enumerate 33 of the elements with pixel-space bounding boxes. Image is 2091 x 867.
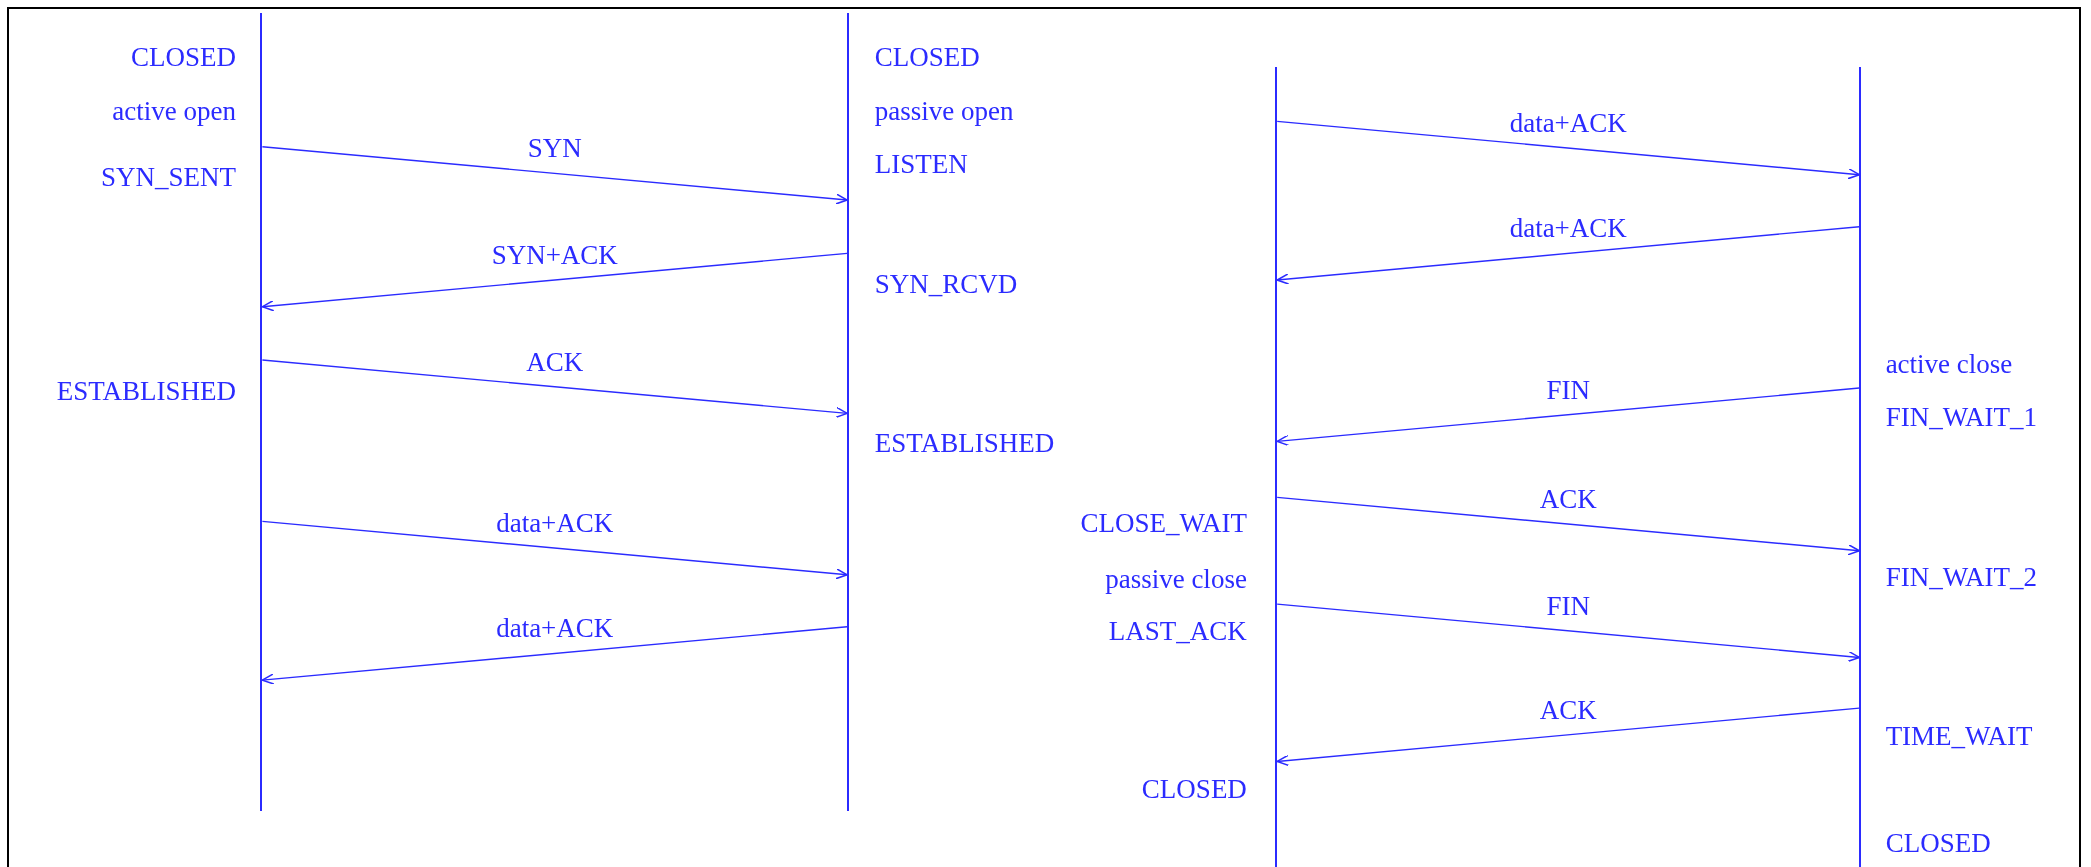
state-label: FIN_WAIT_2 xyxy=(1885,564,2038,592)
message-arrow xyxy=(1276,226,1860,285)
state-label: LISTEN xyxy=(874,151,968,178)
message-arrow xyxy=(261,520,848,580)
message-arrow xyxy=(261,626,848,685)
lifeline xyxy=(1859,66,1862,867)
state-label: SYN_RCVD xyxy=(874,271,1018,299)
message-arrow xyxy=(261,252,848,312)
state-label: CLOSED xyxy=(1885,829,1991,857)
state-label: passive open xyxy=(874,97,1014,125)
message-arrow xyxy=(261,359,848,419)
state-label: CLOSED xyxy=(131,44,237,72)
message-arrow xyxy=(1276,496,1861,556)
message-arrow xyxy=(1276,120,1861,180)
state-label: CLOSED xyxy=(1141,776,1247,804)
message-arrow xyxy=(1276,707,1860,767)
message-arrow xyxy=(1276,603,1861,663)
lifeline xyxy=(1275,66,1278,867)
state-label: CLOSE_WAIT xyxy=(1080,509,1247,537)
state-label: SYN_SENT xyxy=(101,164,237,192)
state-label: active open xyxy=(112,97,237,125)
lifeline xyxy=(260,13,263,811)
state-label: active close xyxy=(1885,351,2013,379)
state-label: TIME_WAIT xyxy=(1885,723,2033,751)
lifeline xyxy=(847,13,850,811)
state-label: ESTABLISHED xyxy=(56,377,237,405)
state-label: LAST_ACK xyxy=(1108,617,1247,645)
message-arrow xyxy=(261,146,848,205)
state-label: CLOSED xyxy=(874,44,980,72)
state-label: ESTABLISHED xyxy=(874,429,1055,457)
message-arrow xyxy=(1276,387,1860,447)
state-label: FIN_WAIT_1 xyxy=(1885,404,2038,432)
state-label: passive close xyxy=(1105,565,1247,593)
